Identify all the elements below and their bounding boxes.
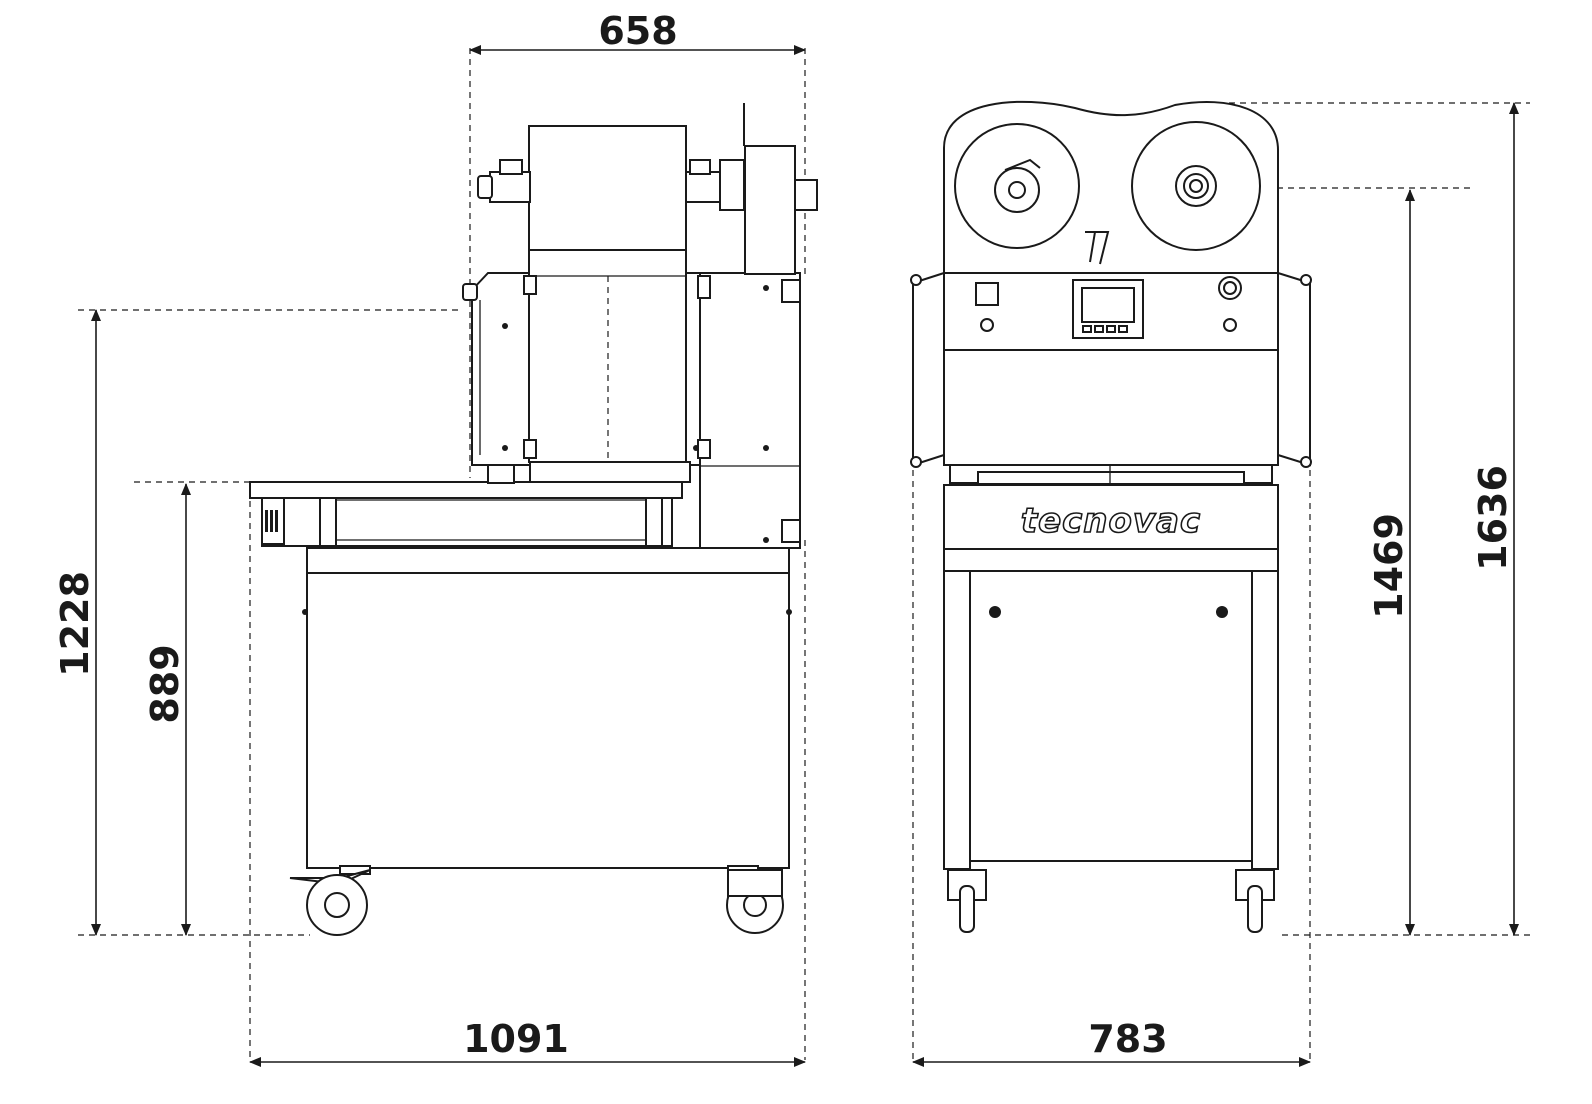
side-view-machine	[249, 103, 818, 936]
dimension-label-1228: 1228	[53, 571, 97, 677]
dimension-label-1091: 1091	[463, 1017, 569, 1061]
dimension-label-658: 658	[598, 9, 677, 53]
dimension-label-1469: 1469	[1367, 513, 1411, 619]
tecnovac-logo: tecnovac	[1021, 501, 1201, 541]
front-view-machine: tecnovac	[910, 100, 1312, 933]
dimension-lines	[78, 45, 1530, 1067]
dimension-label-889: 889	[143, 644, 187, 723]
dimension-label-1636: 1636	[1471, 465, 1515, 571]
dimension-label-783: 783	[1088, 1017, 1167, 1061]
